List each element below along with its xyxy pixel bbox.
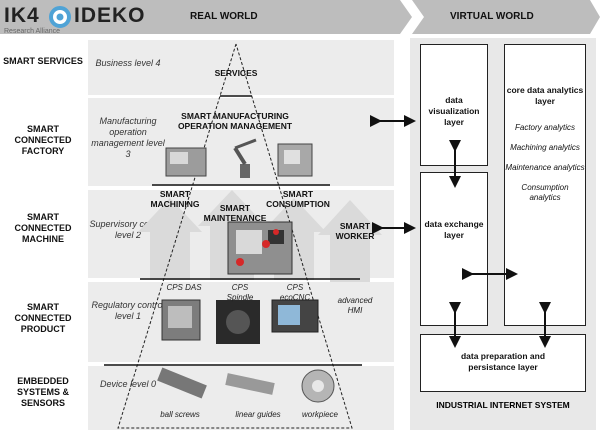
analytics-item: Consumption analytics bbox=[521, 183, 569, 202]
ball-screws-label: ball screws bbox=[160, 410, 200, 419]
cps-das-label: CPS DAS bbox=[166, 283, 202, 292]
cps-spindle-label: CPS Spindle bbox=[226, 283, 254, 302]
smart-worker-label: SMART WORKER bbox=[335, 221, 375, 241]
row-label-device: EMBEDDED SYSTEMS & SENSORS bbox=[16, 376, 69, 408]
smart-maintenance-label: SMART MAINTENANCE bbox=[203, 203, 267, 223]
logo-text-left: IK4 bbox=[4, 4, 40, 27]
data-preparation-layer-box: data preparation and persistance layer bbox=[420, 334, 586, 392]
logo-text-right: IDEKO bbox=[74, 4, 146, 27]
smart-manufacturing-label: SMART MANUFACTURING OPERATION MANAGEMENT bbox=[177, 111, 293, 131]
real-world-banner bbox=[0, 0, 412, 34]
level-services: Business level 4 bbox=[95, 58, 161, 68]
up-arrow-worker bbox=[318, 200, 382, 282]
level-product: Regulatory control level 1 bbox=[91, 300, 165, 321]
linear-guide-image bbox=[225, 373, 275, 395]
row-label-services: SMART SERVICES bbox=[3, 56, 83, 66]
data-visualization-layer-label: data visualization layer bbox=[428, 95, 480, 127]
row-label-machine: SMART CONNECTED MACHINE bbox=[14, 212, 72, 244]
workpiece-label: workpiece bbox=[301, 410, 338, 419]
analytics-item: Maintenance analytics bbox=[505, 163, 585, 172]
row-label-factory: SMART CONNECTED FACTORY bbox=[14, 124, 72, 156]
logo-subtitle: Research Alliance bbox=[4, 28, 61, 35]
industrial-internet-system-label: INDUSTRIAL INTERNET SYSTEM bbox=[436, 400, 570, 410]
analytics-item: Machining analytics bbox=[510, 143, 580, 152]
cps-ecocnc-label: CPS ecoCNC bbox=[279, 283, 311, 302]
up-arrow-left bbox=[138, 198, 202, 280]
smart-consumption-label: SMART CONSUMPTION bbox=[266, 189, 330, 209]
advanced-hmi-label: advanced HMI bbox=[337, 296, 373, 315]
data-exchange-layer-label: data exchange layer bbox=[424, 219, 484, 240]
level-device: Device level 0 bbox=[99, 379, 157, 389]
logo-ring-icon bbox=[49, 6, 71, 28]
analytics-item: Factory analytics bbox=[514, 123, 576, 132]
data-preparation-layer-label: data preparation and persistance layer bbox=[460, 351, 546, 372]
virtual-world-banner bbox=[412, 0, 600, 34]
virtual-world-title: VIRTUAL WORLD bbox=[450, 11, 534, 22]
row-label-product: SMART CONNECTED PRODUCT bbox=[14, 302, 72, 334]
real-world-title: REAL WORLD bbox=[190, 11, 258, 22]
data-visualization-layer-box: data visualization layer bbox=[420, 44, 488, 166]
ball-screw-image bbox=[157, 367, 207, 399]
level-machine: Supervisory control level 2 bbox=[89, 219, 167, 240]
band-services bbox=[88, 40, 394, 95]
smart-machining-label: SMART MACHINING bbox=[150, 189, 200, 209]
level-factory: Manufacturing operation management level… bbox=[91, 116, 165, 159]
services-label: SERVICES bbox=[214, 68, 258, 78]
ideko-logo: IK4 IDEKO Research Alliance bbox=[4, 4, 164, 38]
factory-robot-image bbox=[233, 138, 257, 178]
linear-guides-label: linear guides bbox=[235, 410, 281, 419]
core-analytics-title: core data analytics layer bbox=[506, 85, 584, 106]
data-exchange-layer-box: data exchange layer bbox=[420, 172, 488, 326]
pyramid-outline bbox=[117, 43, 353, 429]
header-banner bbox=[0, 0, 600, 34]
